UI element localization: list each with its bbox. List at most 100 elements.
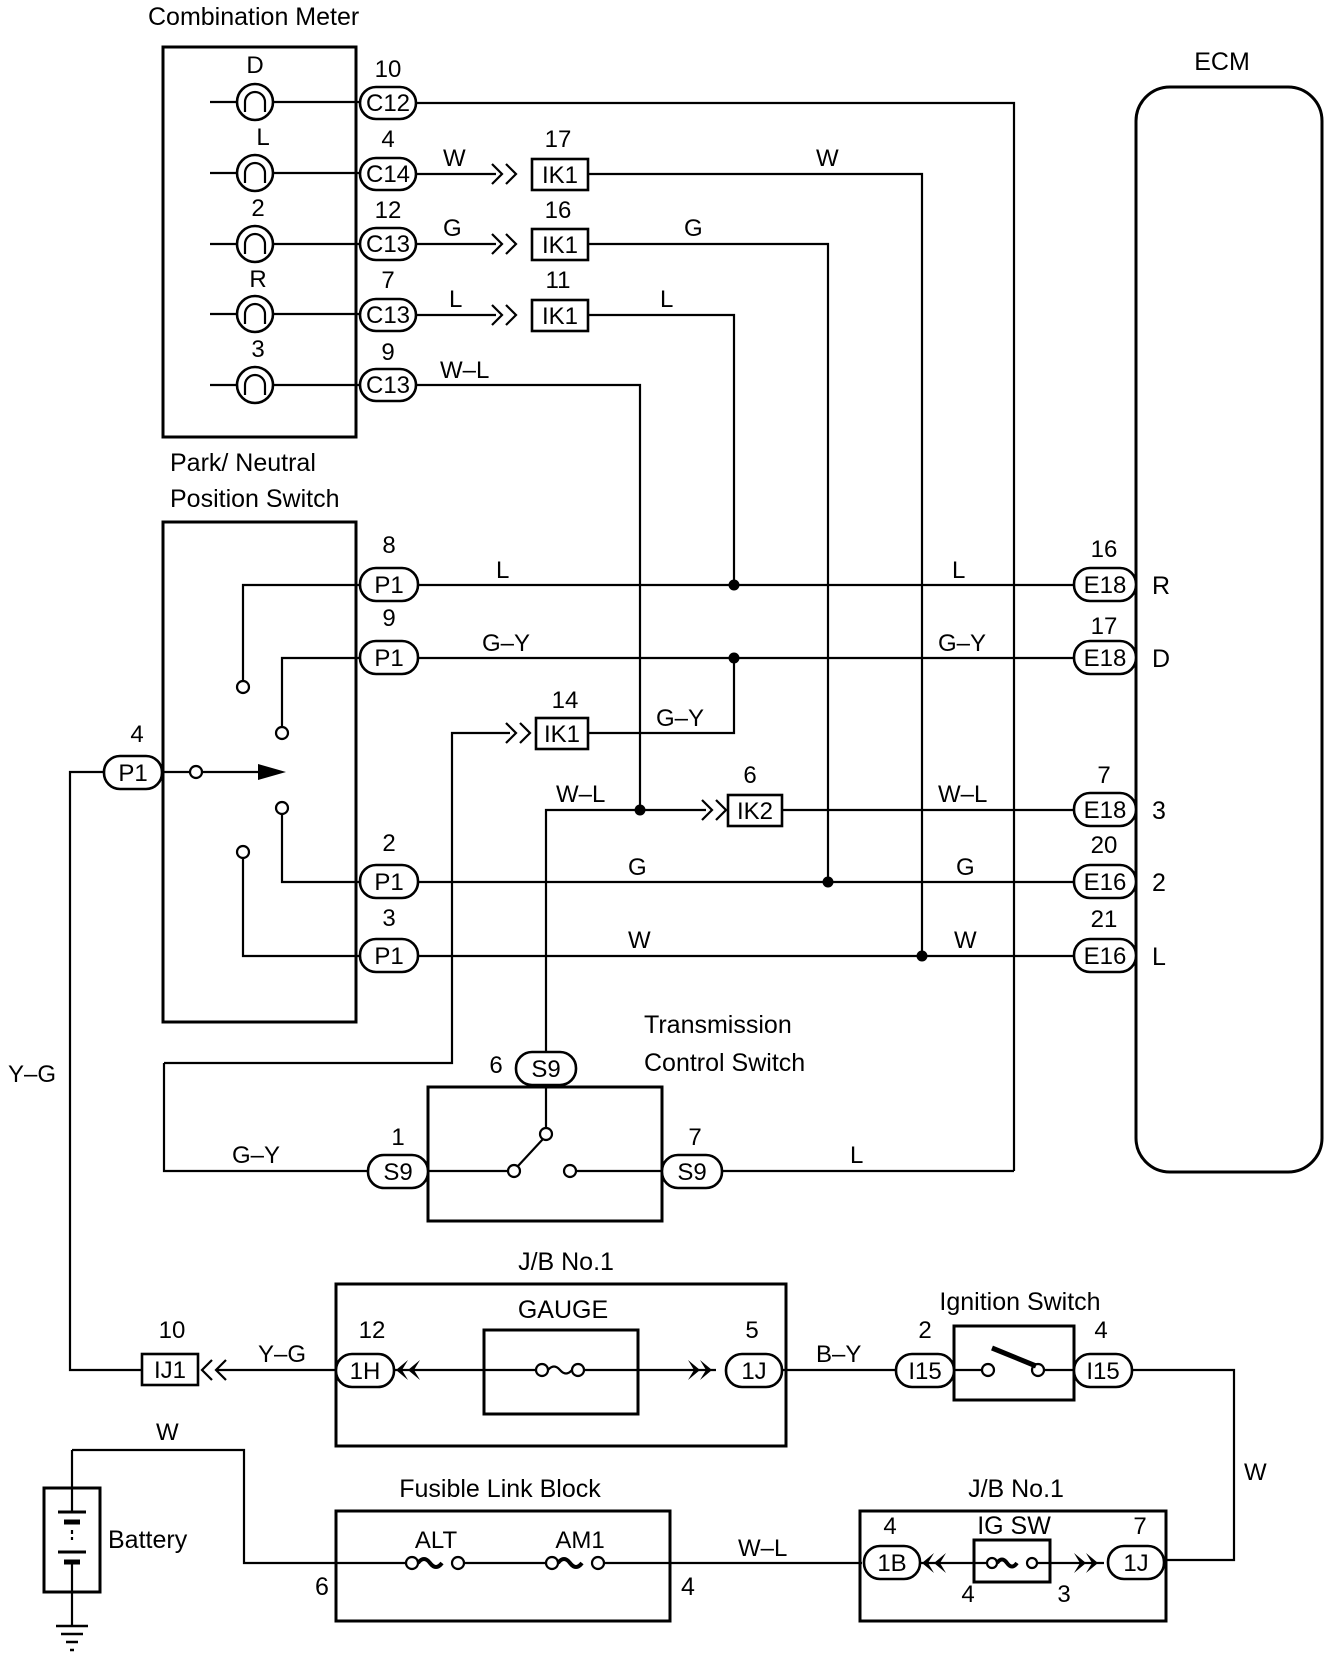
pin-number: 9 — [381, 339, 394, 366]
pnp-connector-p1-8: 8 P1 — [358, 532, 420, 603]
wire-label: Y–G — [258, 1341, 306, 1368]
connector-label: P1 — [374, 869, 403, 896]
pin-number: 17 — [1091, 613, 1118, 640]
jb1-bottom-box — [858, 1509, 1168, 1623]
pin-number: 1 — [391, 1124, 404, 1151]
connector-label: IK2 — [737, 798, 773, 825]
jb1-1b-connector: 4 1B — [862, 1513, 946, 1581]
ignition-w-wire — [1132, 1368, 1236, 1562]
ecm-connector-d: 17 E18 D — [1072, 613, 1170, 676]
meter-connector-c12: 10 C12 — [358, 56, 418, 121]
pin-number: 16 — [1091, 536, 1118, 563]
pin-number: 4 — [130, 721, 143, 748]
wire-label: G — [956, 854, 975, 881]
pin-number: 7 — [1133, 1513, 1146, 1540]
pin-number: 4 — [883, 1513, 896, 1540]
pin-number: 11 — [546, 267, 571, 294]
gauge-fuse-icon — [394, 1362, 716, 1378]
pnp-connector-p1-2: 2 P1 — [358, 830, 420, 900]
pin-number: 4 — [381, 126, 394, 153]
connector-label: C12 — [366, 90, 410, 117]
wire-label: L — [952, 557, 965, 584]
ecm-connector-2: 20 E16 2 — [1072, 832, 1166, 900]
ecm-title: ECM — [1194, 48, 1250, 76]
wire-label: G–Y — [656, 705, 704, 732]
tcs-title-line1: Transmission — [644, 1011, 792, 1039]
pnp-title-line2: Position Switch — [170, 485, 340, 513]
pin-number: 17 — [545, 126, 572, 153]
wire-label: W–L — [738, 1535, 787, 1562]
flb-pin-right: 4 — [681, 1573, 695, 1601]
ignition-switch-i15-right: 4 I15 — [1072, 1317, 1134, 1389]
pin-number: 7 — [688, 1124, 701, 1151]
junction-node — [634, 804, 646, 816]
meter-lamp-2: 2 — [210, 195, 368, 264]
pin-number: 10 — [159, 1317, 186, 1344]
pnp-connector-p1-9: 9 P1 — [358, 605, 420, 676]
wire-label: W–L — [440, 357, 489, 384]
pnp-ecm-wires — [162, 583, 1074, 1173]
pin-number: 7 — [1097, 762, 1110, 789]
ig-sw-fuse-label: IG SW — [977, 1512, 1051, 1540]
meter-lamp-l: L — [210, 124, 368, 193]
y-g-wire — [68, 770, 142, 1372]
pin-number: 3 — [382, 905, 395, 932]
connector-label: I15 — [908, 1358, 941, 1385]
wire-label: G–Y — [938, 630, 986, 657]
wire-label: G — [443, 215, 462, 242]
wire-label: L — [449, 286, 462, 313]
tcs-connector-s9-6: 6 S9 — [489, 1050, 578, 1087]
wire-label: W — [954, 927, 977, 954]
meter-lamp-label: D — [246, 52, 263, 79]
ik1-connector-11: 11 IK1 — [530, 267, 590, 333]
tcs-connector-s9-1: 1 S9 — [366, 1124, 430, 1190]
pin-number: 9 — [382, 605, 395, 632]
flb-pin-left: 6 — [315, 1573, 329, 1601]
connector-label: E16 — [1084, 943, 1127, 970]
pin-number: 20 — [1091, 832, 1118, 859]
wire-label: W — [628, 927, 651, 954]
connector-label: E18 — [1084, 645, 1127, 672]
meter-lamp-3: 3 — [210, 336, 368, 405]
meter-wires — [416, 101, 1016, 1171]
wire-label: W–L — [938, 781, 987, 808]
pin-number: 12 — [375, 197, 402, 224]
pin-number: 14 — [552, 687, 579, 714]
wire-label: B–Y — [816, 1341, 861, 1368]
ignition-switch-box — [952, 1324, 1076, 1402]
wire-label: L — [660, 286, 673, 313]
ig-sw-pin-left: 4 — [961, 1581, 974, 1608]
wire-label: W — [1244, 1459, 1267, 1486]
meter-connector-c13-12: 12 C13 — [358, 197, 418, 262]
ecm-connector-r: 16 E18 R — [1072, 536, 1170, 603]
wire-label: L — [850, 1142, 863, 1169]
wire-label: Y–G — [8, 1061, 56, 1088]
ik1-connector-16: 16 IK1 — [530, 197, 590, 262]
jb1-top-title: J/B No.1 — [518, 1248, 614, 1276]
jb1-1j-bottom-connector: 7 1J — [1074, 1513, 1166, 1581]
connector-label: IK1 — [542, 303, 578, 330]
meter-connector-c13-9: 9 C13 — [358, 339, 418, 403]
connector-label: P1 — [118, 760, 147, 787]
ecm-connector-3: 7 E18 3 — [1072, 762, 1166, 828]
connector-label: E18 — [1084, 572, 1127, 599]
ik2-connector-6: 6 IK2 — [726, 762, 784, 828]
fusible-link-block-title: Fusible Link Block — [399, 1475, 601, 1503]
fusible-link-block-box — [334, 1509, 672, 1623]
jb1-bottom-title: J/B No.1 — [968, 1475, 1064, 1503]
connector-label: C14 — [366, 161, 410, 188]
jb1-1j-connector: 5 1J — [688, 1317, 784, 1389]
tcs-switch-contacts — [428, 1085, 662, 1179]
ecm-position-label: R — [1152, 572, 1170, 600]
ecm-position-label: 2 — [1152, 869, 1166, 897]
connector-label: IK1 — [544, 721, 580, 748]
connector-label: 1J — [741, 1358, 766, 1385]
ecm-position-label: 3 — [1152, 797, 1166, 825]
pin-number: 5 — [745, 1317, 758, 1344]
pin-number: 6 — [743, 762, 756, 789]
meter-lamp-label: 3 — [251, 336, 264, 363]
combination-meter-box — [161, 45, 358, 439]
wire-label: W — [816, 145, 839, 172]
connector-label: C13 — [366, 302, 410, 329]
